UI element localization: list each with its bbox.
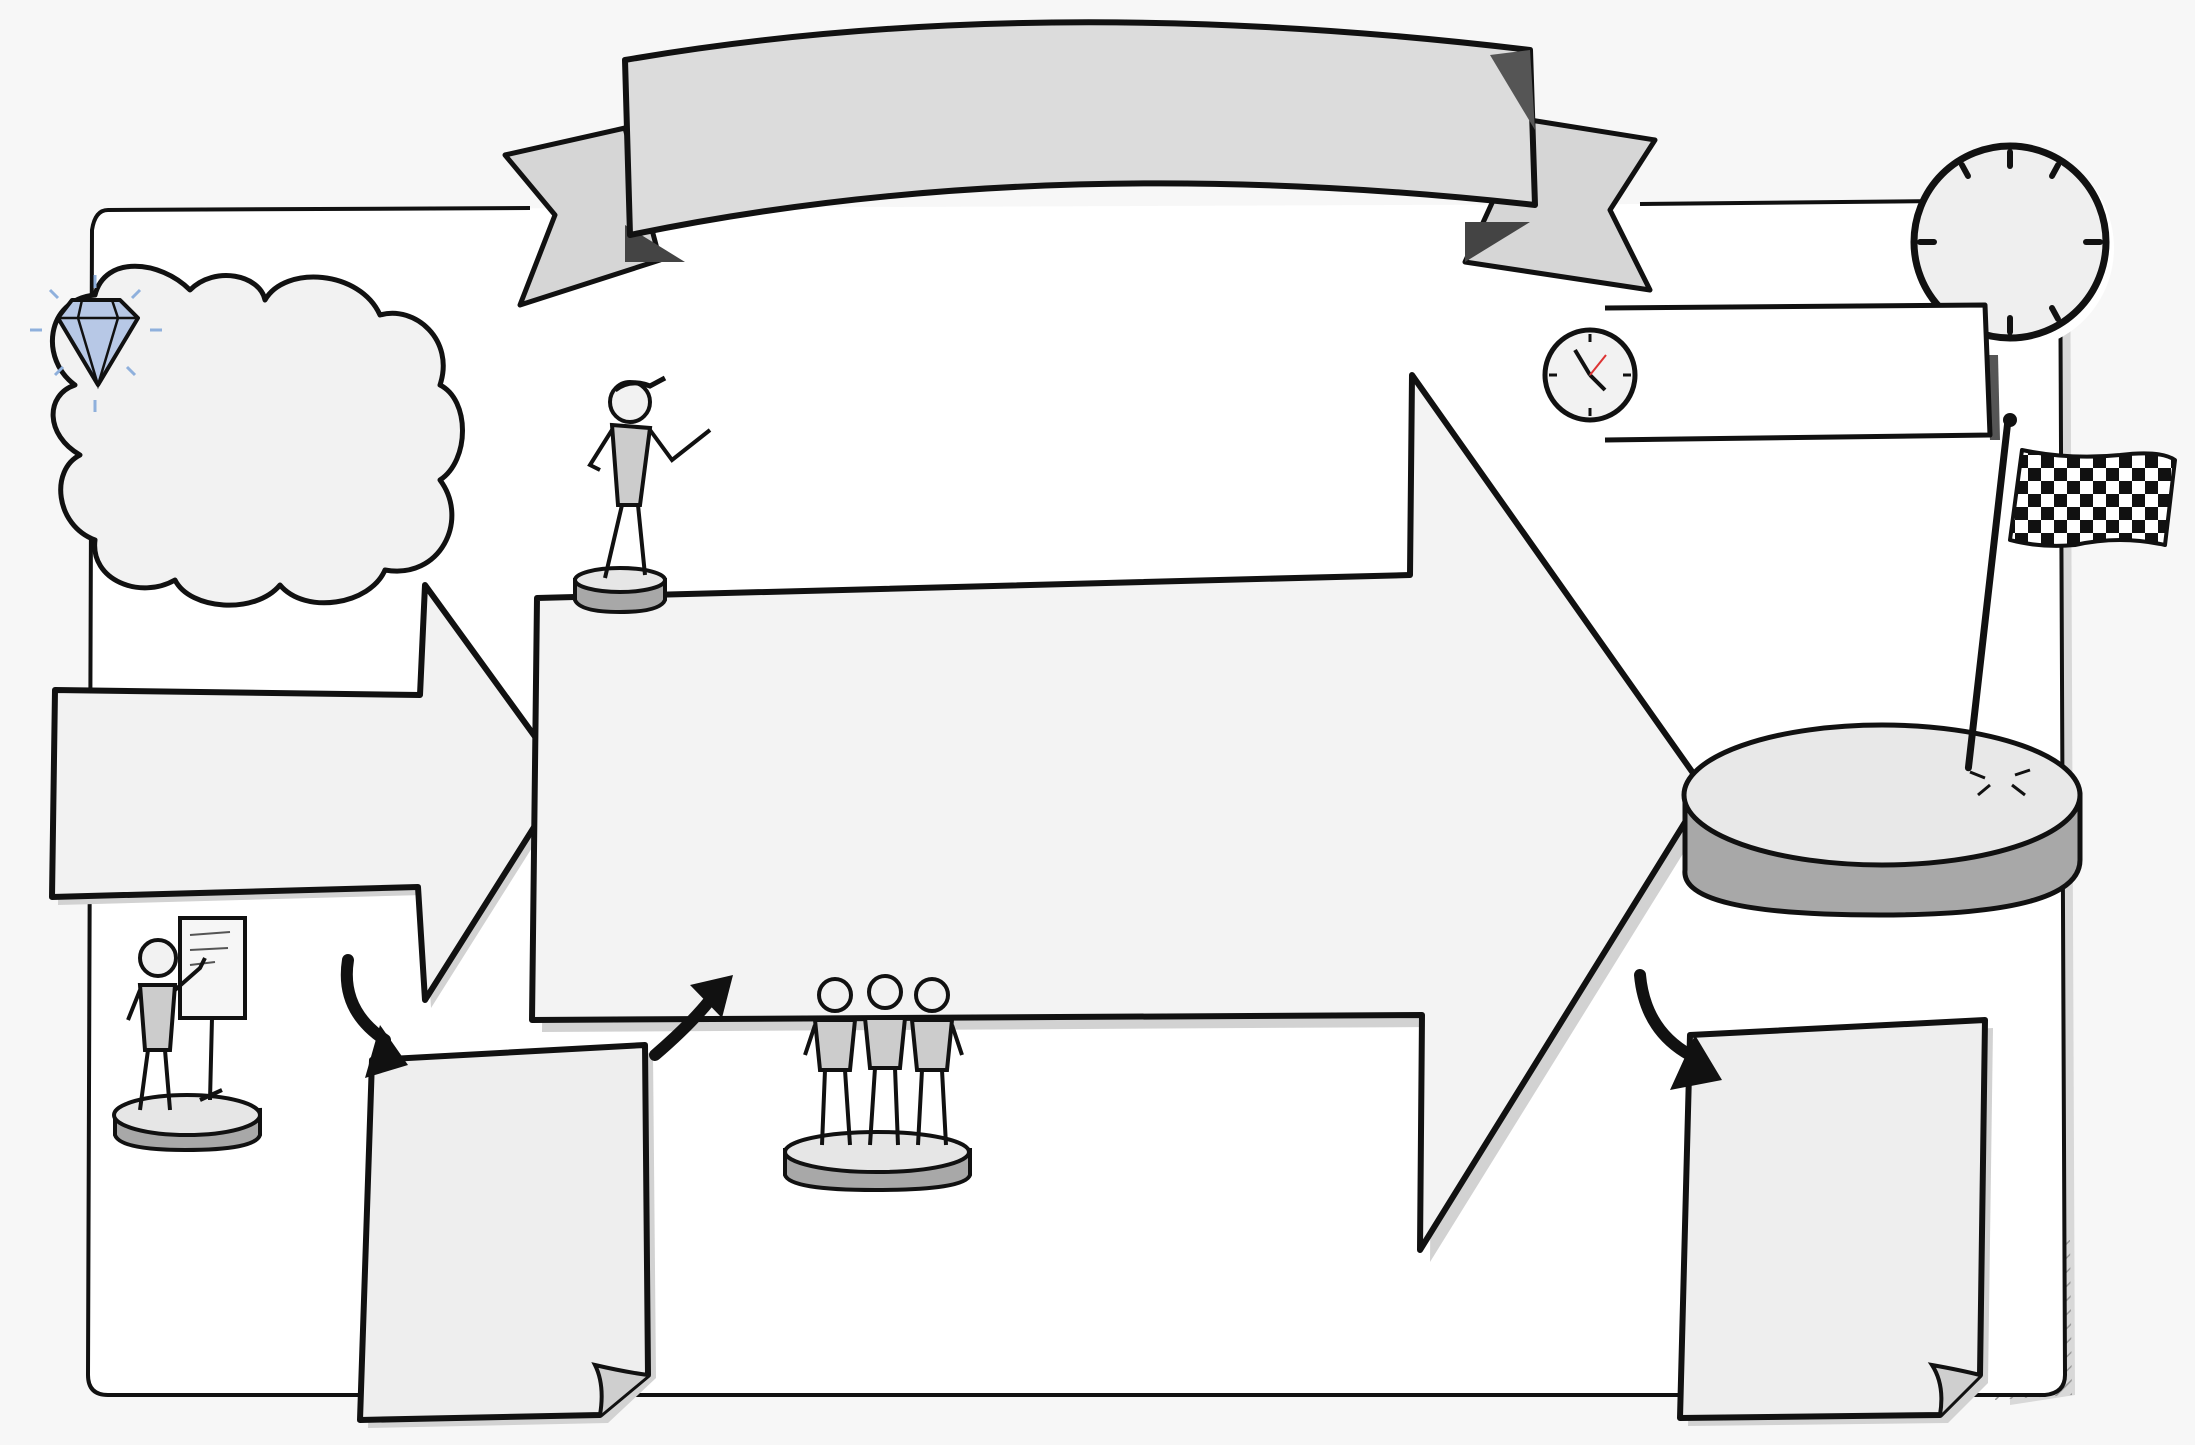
curved-arrow-icon [649, 975, 733, 1061]
team-figures-icon [783, 974, 972, 1193]
start-arrow [49, 582, 571, 1008]
idea-cloud [50, 263, 465, 608]
time-box [1604, 302, 2000, 443]
pointing-figure-icon [573, 375, 712, 615]
checkered-flag-icon [1964, 413, 2177, 797]
presenter-figure-icon [112, 916, 262, 1153]
main-arrow [529, 372, 1715, 1262]
left-note [357, 1042, 656, 1428]
diamond-icon [30, 275, 162, 412]
small-clock-icon [1542, 327, 1638, 423]
goal-platform [1681, 722, 2083, 918]
banner [502, 19, 1658, 308]
curved-arrow-icon [1634, 969, 1722, 1090]
right-note [1677, 1017, 1993, 1426]
curved-arrow-icon [340, 954, 408, 1078]
